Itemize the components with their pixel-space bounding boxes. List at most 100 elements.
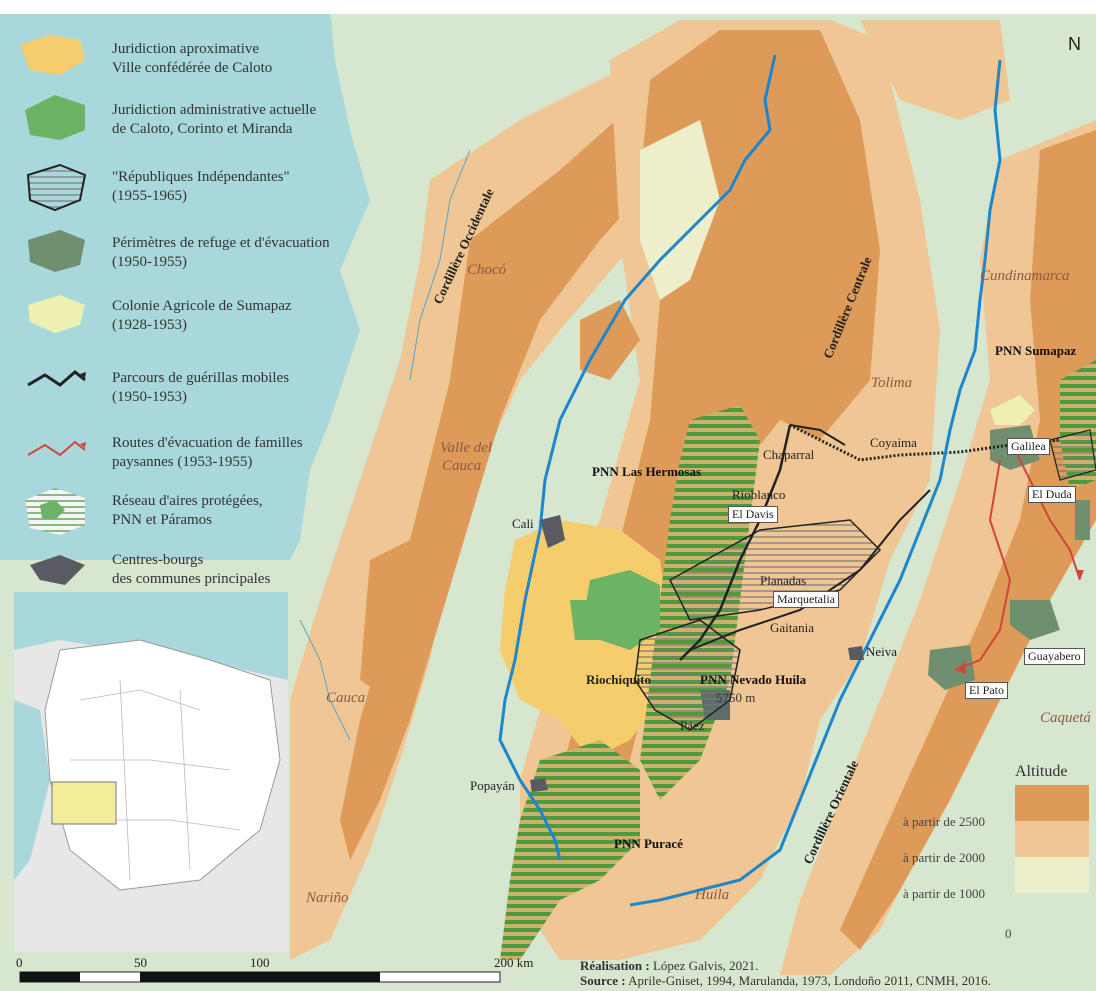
altitude-swatch-1000 (1015, 857, 1089, 893)
evacuation-route-duda (1009, 439, 1081, 581)
park-las-hermosas: PNN Las Hermosas (592, 464, 702, 479)
place-paez: Páez (680, 718, 705, 733)
place-guayabero: Guayabero (1024, 648, 1085, 665)
inset-department-borders (70, 679, 241, 881)
refuge-guayabero (1010, 600, 1060, 640)
evacuation-arrow-2 (955, 662, 966, 674)
altitude-title: Altitude (1015, 763, 1068, 780)
legend-symbol-protected-core (40, 500, 65, 520)
top-strip (0, 0, 1096, 14)
scale-tick-0: 0 (16, 955, 23, 970)
place-coyaima: Coyaima (870, 435, 917, 450)
tributary-choco (409, 149, 471, 381)
republic-riochiquito (634, 619, 741, 731)
scale-seg-2 (140, 972, 260, 982)
credit-realisation: Réalisation : López Galvis, 2021. (580, 958, 759, 973)
place-el-pato: El Pato (965, 682, 1008, 699)
cali-urban (540, 515, 565, 548)
dept-caqueta: Caquetá (1040, 710, 1091, 726)
dept-tolima: Tolima (871, 375, 913, 391)
legend-symbol-sumapaz (28, 295, 85, 333)
pnn-purace (500, 740, 640, 960)
sumapaz-colony (990, 395, 1035, 425)
dept-valle-line1: Valle del (440, 440, 493, 456)
legend-republics: "Républiques Indépendantes"(1955-1965) (112, 169, 290, 204)
admin-juridiction (585, 570, 660, 650)
republic-sumapaz (1049, 429, 1096, 481)
upper-valley-1000 (640, 120, 720, 300)
credit-source: Source : Aprile-Gniset, 1994, Marulanda,… (580, 973, 991, 988)
dept-choco: Chocó (467, 262, 507, 278)
place-galilea: Galilea (1007, 438, 1050, 455)
dept-huila: Huila (695, 887, 730, 903)
north-highlands (860, 20, 1010, 120)
legend-symbol-evacuation (27, 440, 86, 457)
legend-refuge: Périmètres de refuge et d'évacuation(195… (112, 235, 330, 270)
tributary-cauca (299, 619, 351, 741)
legend-symbol-evacuation-arrow (80, 442, 86, 448)
inset-sea-north (14, 592, 288, 680)
dept-cundinamarca: Cundinamarca (980, 268, 1070, 284)
legend-symbol-admin (25, 95, 85, 140)
legend-symbol-guerrilla (27, 370, 86, 387)
north-arrow: N (1068, 34, 1081, 54)
altitude-label-1000: à partir de 1000 (903, 886, 985, 901)
cauca-river (498, 54, 777, 861)
scale-seg-3 (260, 972, 380, 982)
neiva-urban (848, 646, 864, 660)
place-rioblanco: Rioblanco (732, 487, 786, 502)
legend-sumapaz: Colonie Agricole de Sumapaz(1928-1953) (112, 298, 292, 333)
western-cordillera-2000 (290, 30, 760, 960)
refuge-el-duda (1075, 500, 1090, 540)
place-neiva: Neiva (866, 644, 898, 659)
legend-symbol-guerrilla-arrow (80, 372, 86, 378)
dept-narino: Nariño (306, 890, 349, 906)
elevation-label: 5750 m (716, 690, 756, 705)
dept-valle-line2: Cauca (442, 458, 482, 474)
central-patch (580, 300, 640, 380)
admin-juridiction-2 (570, 600, 600, 640)
place-riochiquito: Riochiquito (586, 672, 652, 687)
place-cali: Cali (512, 516, 534, 531)
guerrilla-route-south (679, 424, 792, 661)
park-purace: PNN Puracé (614, 836, 683, 851)
place-planadas: Planadas (760, 573, 807, 588)
evacuation-arrow-1 (1076, 570, 1084, 580)
legend-symbol-caloto (20, 35, 85, 75)
scale-tick-200: 200 km (494, 955, 534, 970)
eastern-cordillera-2000 (780, 120, 1096, 975)
altitude-swatch-2500 (1015, 785, 1089, 821)
place-gaitania: Gaitania (770, 620, 815, 635)
inset-study-area (51, 781, 117, 825)
legend-symbol-republics (26, 163, 87, 212)
popayan-urban (530, 778, 548, 792)
scale-seg-1 (20, 972, 80, 982)
place-el-davis: El Davis (728, 506, 778, 523)
refuge-el-pato (928, 645, 975, 690)
scale-tick-50: 50 (134, 955, 147, 970)
legend-protected: Réseau d'aires protégées,PNN et Páramos (112, 493, 263, 528)
altitude-label-2000: à partir de 2000 (903, 850, 985, 865)
inset-sea-west (14, 700, 50, 880)
legend-symbol-refuge (28, 230, 85, 272)
evacuation-route-pato (954, 459, 1012, 671)
eastern-cordillera-2500 (840, 130, 1096, 950)
legend-guerrilla: Parcours de guérillas mobiles(1950-1953) (112, 370, 290, 405)
pacific-ocean (0, 10, 370, 560)
scale-tick-100: 100 (250, 955, 270, 970)
guerrilla-route-link (789, 424, 846, 446)
dept-cauca: Cauca (326, 690, 366, 706)
altitude-swatch-0 (1015, 893, 1089, 933)
legend-symbol-urban (30, 555, 85, 585)
park-sumapaz: PNN Sumapaz (995, 343, 1077, 358)
altitude-swatch-2000 (1015, 821, 1089, 857)
guerrilla-route-north (689, 489, 931, 651)
altitude-label-2500: à partir de 2500 (903, 814, 985, 829)
western-peak (360, 540, 420, 700)
place-chaparral: Chaparral (763, 447, 815, 462)
